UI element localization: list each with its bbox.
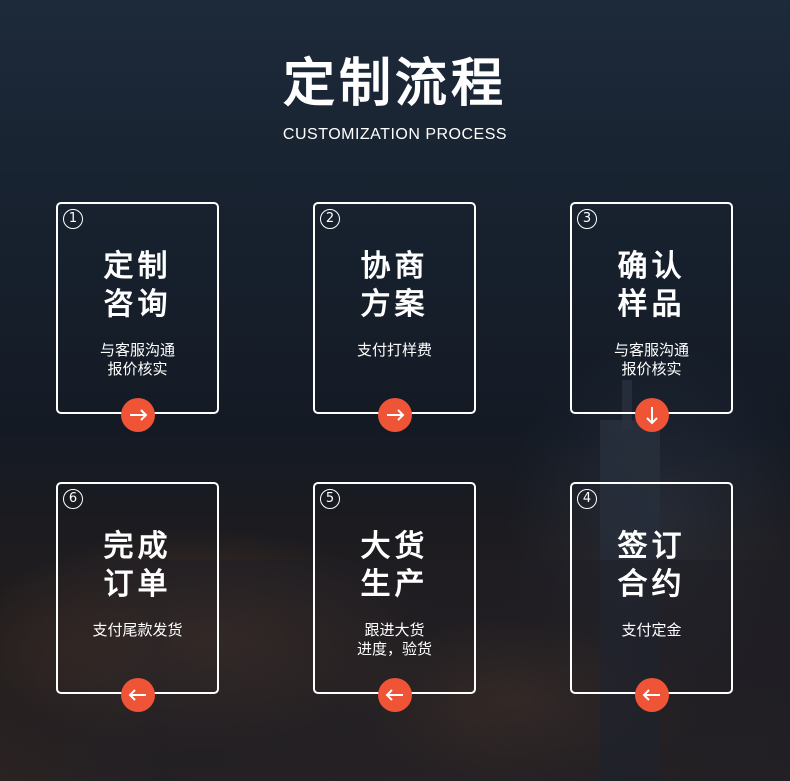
step-description: 与客服沟通 报价核实 [572,341,731,379]
step-title: 签订 合约 [572,528,731,604]
step-card-3: 3 确认 样品 与客服沟通 报价核实 [570,202,733,414]
step-description-line: 支付打样费 [356,341,432,359]
step-card-5: 5 大货 生产 跟进大货 进度，验货 [313,482,476,694]
step-number-badge: 6 [63,489,83,509]
step-title-line: 订单 [103,567,172,602]
step-title: 协商 方案 [315,248,474,324]
step-title-line: 咨询 [103,287,172,322]
step-title-line: 合约 [617,567,686,602]
step-description: 与客服沟通 报价核实 [58,341,217,379]
step-4-arrow-button [635,678,669,712]
step-card-2: 2 协商 方案 支付打样费 [313,202,476,414]
step-description-line: 支付定金 [621,621,682,639]
step-title: 定制 咨询 [58,248,217,324]
step-title: 确认 样品 [572,248,731,324]
step-card-4: 4 签订 合约 支付定金 [570,482,733,694]
step-1-arrow-button [121,398,155,432]
background-tower-spire [622,380,632,430]
step-3-arrow-button [635,398,669,432]
step-title-line: 样品 [617,287,686,322]
step-description-line: 报价核实 [107,360,168,378]
step-description-line: 支付尾款发货 [92,621,183,639]
arrow-right-icon [387,409,405,421]
step-5-arrow-button [378,678,412,712]
step-description-line: 进度，验货 [356,640,432,658]
step-number-badge: 2 [320,209,340,229]
step-title-line: 大货 [360,529,429,564]
step-6-arrow-button [121,678,155,712]
step-title-line: 完成 [103,529,172,564]
step-description-line: 与客服沟通 [613,341,689,359]
step-title-line: 确认 [617,249,686,284]
step-description-line: 跟进大货 [364,621,425,639]
step-title-line: 方案 [360,287,429,322]
step-title-line: 协商 [360,249,429,284]
step-title-line: 定制 [103,249,172,284]
step-description: 支付尾款发货 [58,621,217,640]
step-title-line: 生产 [360,567,429,602]
step-title: 完成 订单 [58,528,217,604]
step-card-1: 1 定制 咨询 与客服沟通 报价核实 [56,202,219,414]
step-title: 大货 生产 [315,528,474,604]
page-title: 定制流程 [282,54,507,114]
arrow-left-icon [642,689,660,701]
step-description-line: 与客服沟通 [99,341,175,359]
step-number-badge: 3 [577,209,597,229]
step-number-badge: 1 [63,209,83,229]
step-title-line: 签订 [617,529,686,564]
step-description: 支付打样费 [315,341,474,360]
step-card-6: 6 完成 订单 支付尾款发货 [56,482,219,694]
step-description: 支付定金 [572,621,731,640]
step-number-badge: 4 [577,489,597,509]
page-subtitle: CUSTOMIZATION PROCESS [282,126,508,143]
step-number-badge: 5 [320,489,340,509]
step-description-line: 报价核实 [621,360,682,378]
arrow-right-icon [130,409,148,421]
arrow-left-icon [128,689,146,701]
step-description: 跟进大货 进度，验货 [315,621,474,659]
arrow-left-icon [385,689,403,701]
step-2-arrow-button [378,398,412,432]
arrow-down-icon [646,407,658,425]
background-skyline [0,560,790,781]
